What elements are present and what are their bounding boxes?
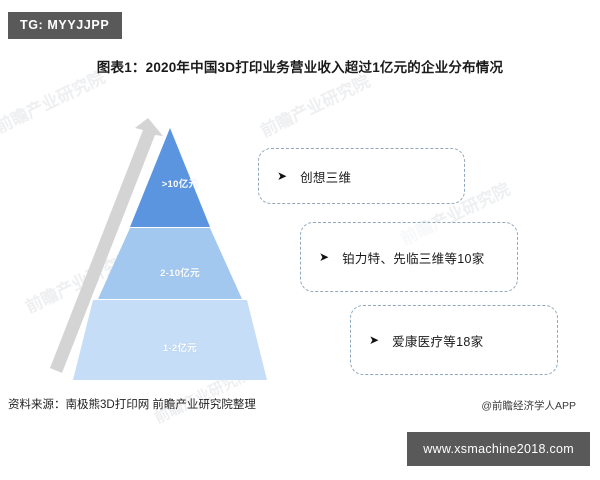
callout-text: 创想三维 bbox=[300, 170, 352, 185]
callout-box-tier-3: ➤ 爱康医疗等18家 bbox=[350, 305, 558, 375]
callout-text: 铂力特、先临三维等10家 bbox=[342, 251, 485, 266]
callout-box-tier-1: ➤ 创想三维 bbox=[258, 148, 465, 204]
pyramid-tier-label-top: >10亿元 bbox=[161, 179, 199, 190]
bullet-arrow-icon: ➤ bbox=[369, 333, 380, 347]
tg-handle-badge: TG: MYYJJPP bbox=[8, 12, 123, 39]
pyramid-tier-3 bbox=[73, 300, 267, 380]
site-url-badge: www.xsmachine2018.com bbox=[407, 431, 590, 466]
growth-arrow-icon bbox=[50, 118, 163, 373]
pyramid-tier-label-bottom: 1-2亿元 bbox=[162, 343, 198, 354]
pyramid-tier-2 bbox=[98, 228, 242, 299]
callout-text: 爱康医疗等18家 bbox=[392, 334, 484, 349]
app-credit: @前瞻经济学人APP bbox=[481, 400, 576, 412]
callout-box-tier-2: ➤ 铂力特、先临三维等10家 bbox=[300, 222, 518, 292]
bullet-arrow-icon: ➤ bbox=[319, 250, 330, 264]
chart-title: 图表1：2020年中国3D打印业务营业收入超过1亿元的企业分布情况 bbox=[96, 60, 504, 75]
bullet-arrow-icon: ➤ bbox=[277, 169, 288, 183]
source-note: 资料来源：南极熊3D打印网 前瞻产业研究院整理 bbox=[8, 399, 256, 411]
pyramid-tier-1 bbox=[130, 128, 210, 227]
pyramid-labels: >10亿元 2-10亿元 1-2亿元 bbox=[60, 108, 300, 380]
pyramid-tier-label-middle: 2-10亿元 bbox=[160, 268, 200, 279]
